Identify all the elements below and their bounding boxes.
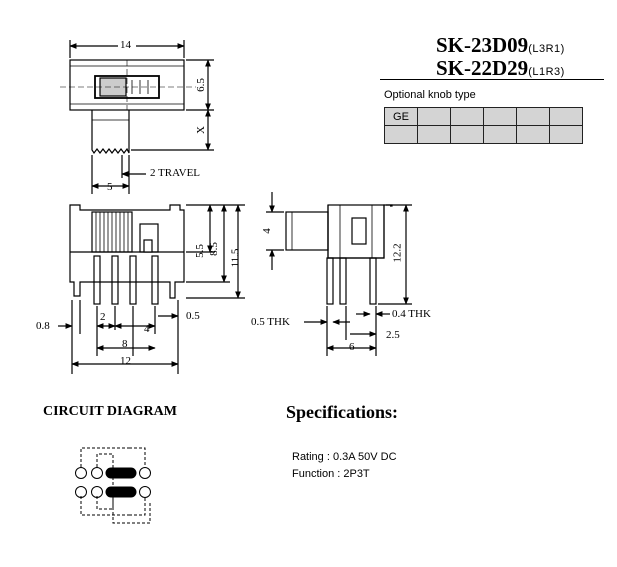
- circuit-slider: [105, 467, 137, 479]
- dim-label: 5.5: [193, 244, 206, 258]
- circuit-contact: [91, 486, 103, 498]
- dim-label: 4: [144, 323, 150, 335]
- knob-cell: GE: [384, 107, 418, 126]
- pin: [339, 257, 347, 305]
- dim-label: 6.5: [194, 78, 207, 92]
- pin: [369, 257, 377, 305]
- pin: [129, 255, 137, 305]
- dim-label: 4: [260, 228, 273, 234]
- dim-label: 0.4 THK: [392, 308, 431, 320]
- front-view: [58, 204, 245, 374]
- knob-type-table: GE: [384, 107, 583, 144]
- side-view-body: [327, 204, 385, 259]
- knob-cell: [450, 107, 484, 126]
- dim-label: 14: [120, 39, 131, 51]
- knob-cell: [549, 107, 583, 126]
- circuit-contact: [139, 467, 151, 479]
- circuit-heading: CIRCUIT DIAGRAM: [43, 404, 177, 419]
- knob-cell: [516, 107, 550, 126]
- dim-label: 8: [122, 338, 128, 350]
- model-name: SK-22D29: [436, 56, 529, 80]
- top-view: [60, 40, 214, 194]
- circuit-contact: [139, 486, 151, 498]
- dim-label: 12.2: [391, 243, 404, 263]
- knob-cell: [384, 125, 418, 144]
- knob-cell: [417, 125, 451, 144]
- dim-label: 2 TRAVEL: [150, 167, 201, 179]
- model-suffix: (L1R3): [528, 66, 565, 78]
- knob-cell: [516, 125, 550, 144]
- circuit-contact: [75, 467, 87, 479]
- dim-label: 5: [107, 181, 113, 193]
- circuit-contact: [91, 467, 103, 479]
- model-suffix: (L3R1): [528, 43, 565, 55]
- dim-label: 11.5: [229, 248, 242, 268]
- side-view: [266, 192, 412, 356]
- title-rule: [380, 79, 604, 80]
- pin: [326, 257, 334, 305]
- dim-label: 2: [100, 311, 106, 323]
- dim-label: 6: [349, 341, 355, 353]
- spec-rating: Rating : 0.3A 50V DC: [292, 451, 397, 463]
- dim-label: 12: [120, 355, 131, 367]
- model-name: SK-23D09: [436, 33, 529, 57]
- dim-label: 2.5: [386, 329, 400, 341]
- pin: [93, 255, 101, 305]
- top-view-knob: [99, 77, 127, 97]
- model-2: SK-22D29(L1R3): [436, 56, 565, 81]
- dim-label: X: [194, 126, 207, 134]
- dim-label: 0.8: [36, 320, 50, 332]
- front-view-body: [69, 204, 185, 299]
- knob-cell: [450, 125, 484, 144]
- knob-cell: [483, 125, 517, 144]
- top-view-body: [69, 59, 185, 111]
- knob-cell: [549, 125, 583, 144]
- circuit-slider: [105, 486, 137, 498]
- specs-heading: Specifications:: [286, 402, 398, 422]
- knob-cell: [483, 107, 517, 126]
- pin: [151, 255, 159, 305]
- dim-label: 0.5: [186, 310, 200, 322]
- model-1: SK-23D09(L3R1): [436, 33, 565, 58]
- knob-type-label: Optional knob type: [384, 89, 476, 101]
- spec-function: Function : 2P3T: [292, 468, 370, 480]
- knob-cell: [417, 107, 451, 126]
- dim-label: 0.5 THK: [251, 316, 290, 328]
- pin: [111, 255, 119, 305]
- circuit-contact: [75, 486, 87, 498]
- dim-label: 8.5: [207, 242, 220, 256]
- circuit-diagram: [75, 447, 151, 524]
